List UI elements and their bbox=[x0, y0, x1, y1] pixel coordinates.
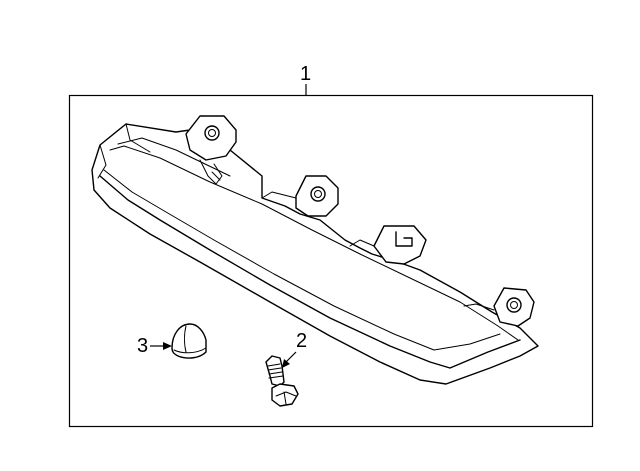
callout-arrow-3 bbox=[163, 342, 172, 350]
callout-leader-2 bbox=[285, 351, 297, 363]
diagram-frame bbox=[68, 94, 594, 428]
callout-label-3: 3 bbox=[137, 335, 148, 357]
callout-arrow-2 bbox=[282, 359, 290, 368]
stop-lamp-assembly bbox=[91, 115, 539, 385]
callout-label-1: 1 bbox=[300, 63, 311, 85]
callout-label-2: 2 bbox=[296, 330, 307, 352]
bolt-part-2 bbox=[265, 355, 299, 407]
grommet-part-3 bbox=[171, 323, 207, 359]
